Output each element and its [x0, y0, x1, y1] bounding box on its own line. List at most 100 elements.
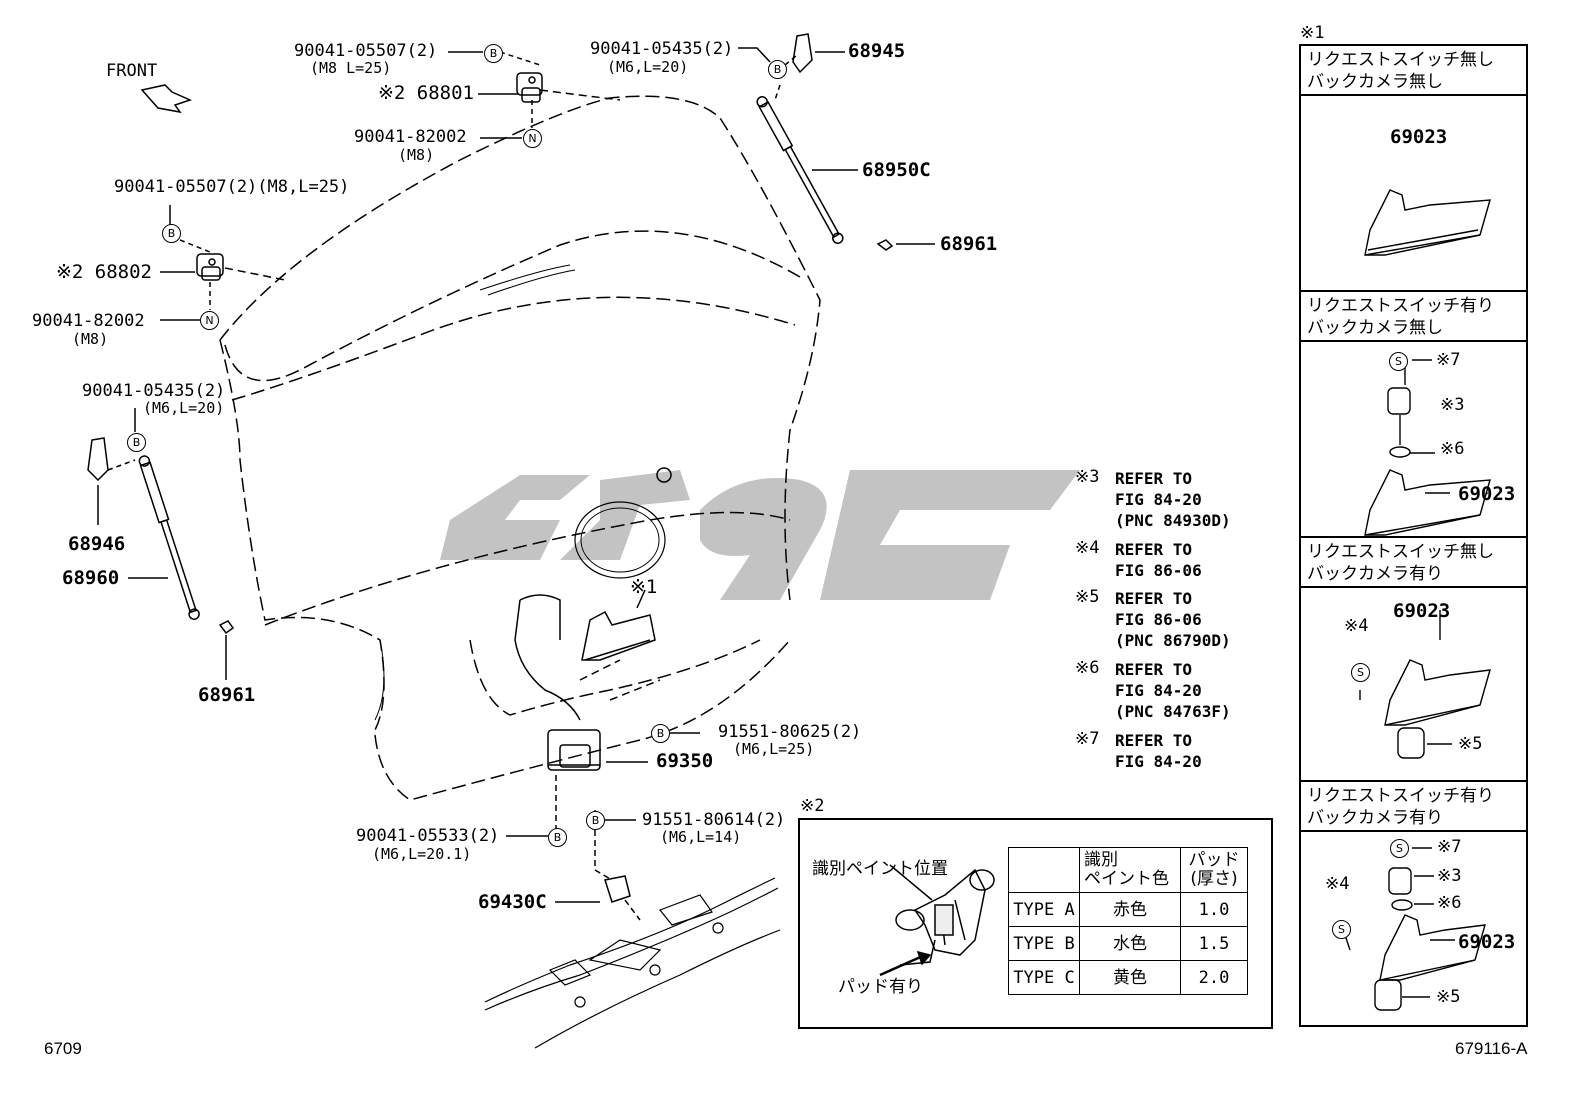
- panel-head-line2: バックカメラ有り: [1307, 808, 1443, 828]
- hinge-68802: [196, 253, 224, 281]
- inset2-title: ※2: [800, 796, 825, 816]
- ref-text: REFER TO FIG 84-20 (PNC 84763F): [1115, 660, 1231, 721]
- b-mark: B: [484, 44, 503, 63]
- label-screw-lock-spec: (M6,L=25): [733, 740, 815, 758]
- inset1-title: ※1: [1300, 23, 1325, 43]
- hinge-68801: [516, 72, 543, 103]
- table-cell: 1.5: [1180, 926, 1248, 961]
- note-mark: ※6: [1440, 439, 1465, 459]
- b-mark: B: [586, 811, 605, 830]
- watermark-logo: [440, 470, 1080, 600]
- label-bolt-left-lower-spec: (M6,L=20): [143, 399, 225, 417]
- table-cell: 1.0: [1180, 892, 1248, 927]
- ref-mark: ※4: [1075, 538, 1100, 558]
- note-mark: ※4: [1344, 616, 1369, 636]
- panel-head-line2: バックカメラ無し: [1307, 72, 1443, 92]
- label-screw-lock: 91551-80625(2): [718, 722, 862, 742]
- label-bolt-left-lower: 90041-05435(2): [82, 381, 226, 401]
- label-bolt-top-spec: (M8 L=25): [310, 59, 392, 77]
- table-cell: 黄色: [1079, 960, 1181, 995]
- label-strut-right: 68950C: [862, 159, 931, 181]
- b-mark: B: [162, 224, 181, 243]
- panel-head-line1: リクエストスイッチ有り: [1307, 786, 1494, 806]
- note-mark: ※5: [1436, 987, 1461, 1007]
- table-cell: 2.0: [1180, 960, 1248, 995]
- b-mark: B: [768, 60, 787, 79]
- label-screw-striker: 91551-80614(2): [642, 810, 786, 830]
- label-bracket-right: 68945: [848, 40, 906, 62]
- note-mark: ※5: [1458, 734, 1483, 754]
- front-label: FRONT: [106, 61, 158, 81]
- b-mark: B: [548, 828, 567, 847]
- inset1-panel-head: リクエストスイッチ有り バックカメラ有り: [1299, 780, 1528, 832]
- panel-head-line1: リクエストスイッチ無し: [1307, 542, 1494, 562]
- ref-text: REFER TO FIG 86-06 (PNC 86790D): [1115, 589, 1231, 650]
- bracket-68945: [792, 33, 813, 74]
- table-header-cell: [1008, 847, 1080, 893]
- panel-head-line1: リクエストスイッチ無し: [1307, 50, 1494, 70]
- ref-mark: ※7: [1075, 729, 1100, 749]
- note1-mark: ※1: [630, 576, 658, 598]
- label-bolt-top-right-spec: (M6,L=20): [607, 58, 689, 76]
- label-bolt-striker: 90041-05533(2): [356, 826, 500, 846]
- note-mark: ※4: [1325, 874, 1350, 894]
- note-mark: ※3: [1437, 866, 1462, 886]
- front-arrow-icon: [140, 84, 193, 114]
- n-mark: N: [200, 311, 219, 330]
- part-number: 69023: [1458, 931, 1516, 953]
- label-bolt-top-right: 90041-05435(2): [590, 39, 734, 59]
- label-lock: 69350: [656, 750, 714, 772]
- stud-68961-left: [218, 620, 235, 635]
- note-mark: ※7: [1436, 350, 1461, 370]
- ref-text: REFER TO FIG 86-06: [1115, 540, 1202, 580]
- label-striker: 69430C: [478, 891, 547, 913]
- inset1-panel-head: リクエストスイッチ無し バックカメラ無し: [1299, 44, 1528, 96]
- inset1-panel-head: リクエストスイッチ有り バックカメラ無し: [1299, 290, 1528, 342]
- panel-head-line2: バックカメラ有り: [1307, 564, 1443, 584]
- s-mark: S: [1351, 663, 1370, 682]
- table-header-row: 識別 ペイント色 パッド (厚さ): [1008, 847, 1248, 893]
- s-mark: S: [1332, 920, 1351, 939]
- table-header-cell: 識別 ペイント色: [1079, 847, 1181, 893]
- label-bolt-left: 90041-05507(2)(M8,L=25): [114, 177, 350, 197]
- part-number: 69023: [1458, 483, 1516, 505]
- ref-mark: ※5: [1075, 587, 1100, 607]
- stud-68961-right: [876, 239, 894, 251]
- back-door-outline: [219, 95, 821, 801]
- label-nut-left-spec: (M8): [72, 330, 109, 348]
- table-row: TYPE A 赤色 1.0: [1008, 892, 1248, 927]
- drawing-number: 679116-A: [1455, 1039, 1528, 1058]
- part-number: 69023: [1390, 126, 1448, 148]
- ref-text: REFER TO FIG 84-20: [1115, 731, 1202, 771]
- b-mark: B: [127, 433, 146, 452]
- label-nut-top-spec: (M8): [398, 146, 435, 164]
- hinge-identification-drawing: [879, 864, 995, 977]
- figure-code: 6709: [44, 1039, 82, 1058]
- label-hinge-1: ※2 68801: [378, 82, 474, 104]
- note-mark: ※7: [1437, 837, 1462, 857]
- note-mark: ※3: [1440, 395, 1465, 415]
- s-mark: S: [1389, 352, 1408, 371]
- b-mark: B: [651, 724, 670, 743]
- table-cell: 赤色: [1079, 892, 1181, 927]
- inset2-frame: [798, 818, 1273, 1029]
- strut-68960: [138, 455, 200, 620]
- table-row: TYPE B 水色 1.5: [1008, 926, 1248, 961]
- label-strut-left: 68960: [62, 567, 120, 589]
- table-cell: TYPE A: [1008, 892, 1080, 927]
- label-screw-striker-spec: (M6,L=14): [660, 828, 742, 846]
- label-stud-right: 68961: [940, 233, 998, 255]
- strut-68950C: [756, 96, 844, 244]
- note-mark: ※6: [1437, 893, 1462, 913]
- table-header-cell: パッド (厚さ): [1180, 847, 1248, 893]
- striker-69430C: [604, 875, 631, 903]
- ref-text: REFER TO FIG 84-20 (PNC 84930D): [1115, 469, 1231, 530]
- label-nut-left: 90041-82002: [32, 311, 145, 331]
- table-cell: 水色: [1079, 926, 1181, 961]
- label-bolt-striker-spec: (M6,L=20.1): [372, 845, 472, 863]
- bracket-68946: [87, 437, 109, 482]
- paint-identification-table: 識別 ペイント色 パッド (厚さ) TYPE A 赤色 1.0 TYPE B 水…: [1008, 847, 1248, 995]
- lock-69350: [547, 729, 601, 771]
- body-lower: [484, 877, 781, 1049]
